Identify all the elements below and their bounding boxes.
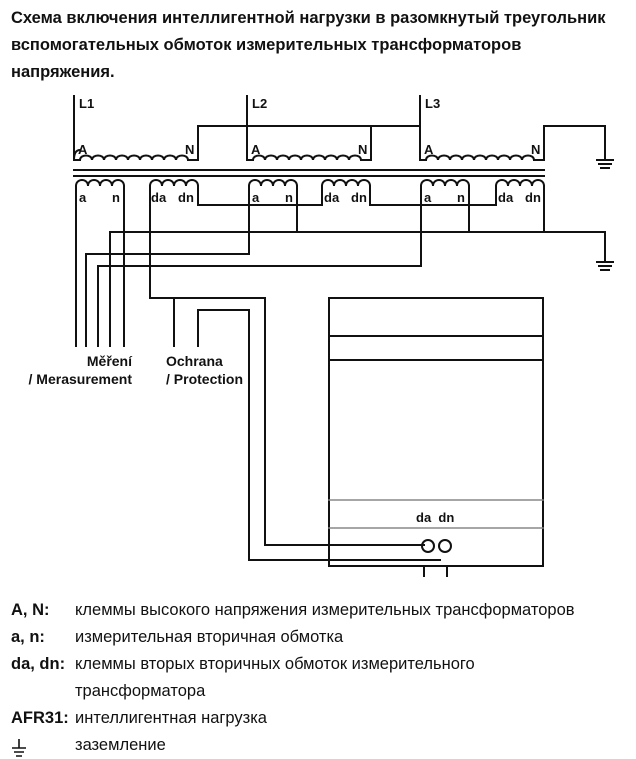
device-terminal-dn <box>438 539 452 553</box>
terminal-a-sec-3: a <box>424 190 432 205</box>
legend-desc: интеллигентная нагрузка <box>75 709 267 727</box>
phase-l1-label: L1 <box>79 96 94 111</box>
terminal-a-2: A <box>251 142 261 157</box>
ground-icon-2 <box>596 261 614 271</box>
wire-dn3-ground <box>543 204 606 263</box>
page-title: Схема включения интеллигентной нагрузки … <box>11 9 606 81</box>
device-terminal-da <box>421 539 435 553</box>
legend-key: A, N: <box>11 601 50 619</box>
wire-meas-3 <box>85 204 250 347</box>
legend-desc: заземление <box>75 736 166 754</box>
terminal-da-1: da <box>151 190 167 205</box>
primary-winding-1 <box>72 125 372 162</box>
primary-winding-3 <box>419 125 606 162</box>
wiring-diagram: L1 L2 L3 A N A N A N a n da dn a n da dn… <box>29 95 614 577</box>
legend-desc: измерительная вторичная обмотка <box>75 628 344 646</box>
secondary-an-1 <box>74 179 126 206</box>
wire-meas-4 <box>97 204 422 347</box>
wire-da1 <box>149 204 425 546</box>
secondary-dadn-3 <box>494 179 546 206</box>
legend-key: a, n: <box>11 628 45 646</box>
legend-desc: клеммы высокого напряжения измерительных… <box>75 601 575 619</box>
secondary-dadn-2 <box>320 179 372 206</box>
primary-winding-2 <box>246 154 372 162</box>
terminal-da-2: da <box>324 190 340 205</box>
ground-icon <box>12 739 26 757</box>
measurement-label: Měření <box>87 353 133 369</box>
legend-key: da, dn: <box>11 655 66 673</box>
terminal-n-sec-3: n <box>457 190 465 205</box>
terminal-dn-2: dn <box>351 190 367 205</box>
secondary-an-2 <box>247 179 299 206</box>
terminal-da-3: da <box>498 190 514 205</box>
phase-l2-label: L2 <box>252 96 267 111</box>
legend-key: AFR31: <box>11 709 69 727</box>
legend-desc: клеммы вторых вторичных обмоток измерите… <box>75 655 475 673</box>
afr31-device-box <box>328 297 544 567</box>
secondary-dadn-1 <box>148 179 200 206</box>
protection-label-en: / Protection <box>166 371 243 387</box>
wire-prot-2 <box>197 309 441 561</box>
terminal-a-1: A <box>78 142 88 157</box>
terminal-n-3: N <box>531 142 540 157</box>
terminal-n-2: N <box>358 142 367 157</box>
phase-l3-label: L3 <box>425 96 440 111</box>
terminal-n-sec-2: n <box>285 190 293 205</box>
legend-desc-continued: трансформатора <box>75 682 206 700</box>
terminal-n-1: N <box>185 142 194 157</box>
terminal-a-3: A <box>424 142 434 157</box>
measurement-label-en: / Merasurement <box>29 371 133 387</box>
terminal-dn-3: dn <box>525 190 541 205</box>
terminal-dn-1: dn <box>178 190 194 205</box>
device-terminal-label: da dn <box>416 510 454 525</box>
terminal-a-sec-2: a <box>252 190 260 205</box>
terminal-n-sec-1: n <box>112 190 120 205</box>
terminal-a-sec-1: a <box>79 190 87 205</box>
ground-icon-1 <box>596 154 614 169</box>
secondary-an-3 <box>419 179 471 206</box>
protection-label: Ochrana <box>166 353 223 369</box>
wire-meas-5 <box>109 231 298 347</box>
